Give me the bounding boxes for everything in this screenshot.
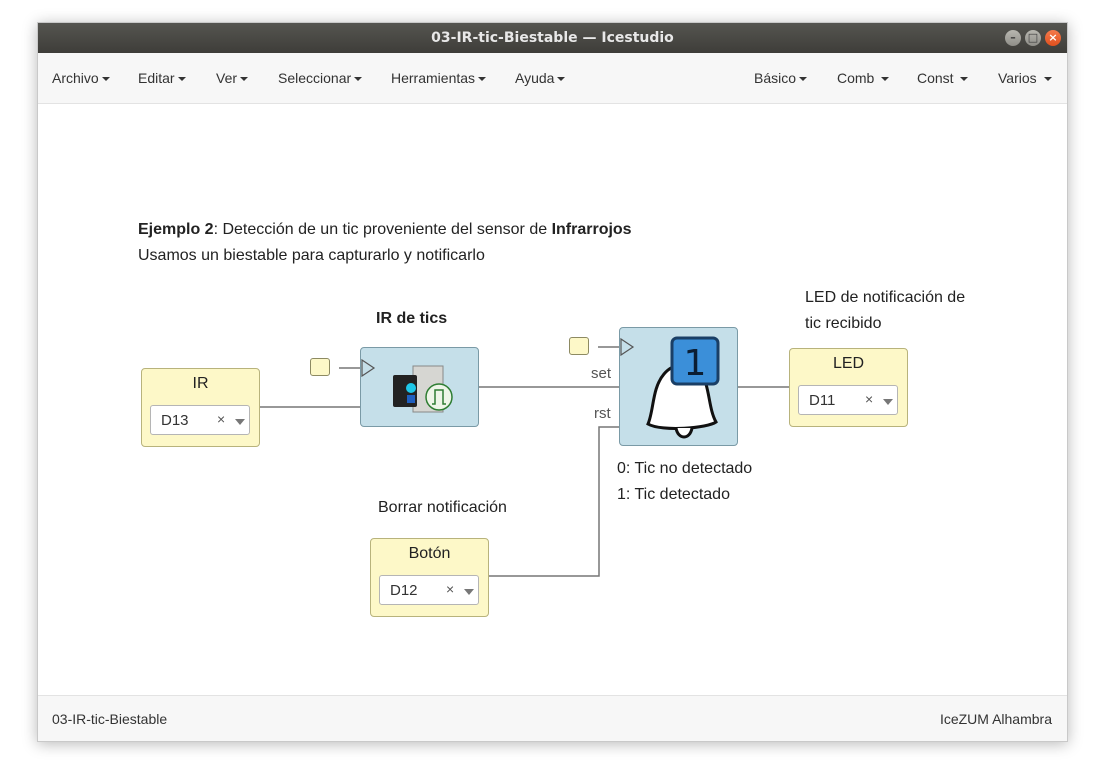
chevron-down-icon (177, 77, 186, 82)
button-input-block[interactable]: Botón D12 × (370, 538, 489, 617)
chevron-down-icon (799, 77, 808, 82)
led-label: LED (832, 355, 865, 372)
bistable-clock-input[interactable] (569, 337, 589, 355)
chevron-down-icon (354, 77, 363, 82)
status-project-name: 03-IR-tic-Biestable (52, 711, 168, 727)
menu-editar[interactable]: Editar (138, 53, 186, 103)
chevron-down-icon[interactable] (464, 589, 474, 595)
bistable-block[interactable]: 1 (619, 327, 738, 446)
menu-comb[interactable]: Comb (837, 53, 890, 103)
clear-icon[interactable]: × (865, 391, 874, 407)
state-note-line-1: 0: Tic no detectado (617, 460, 753, 477)
button-pin-value: D12 (390, 582, 418, 599)
chevron-down-icon[interactable] (883, 399, 893, 405)
menu-basico[interactable]: Básico (754, 53, 808, 103)
ir-label: IR (192, 375, 209, 392)
button-label: Botón (408, 545, 451, 562)
button-pin-select[interactable]: D12 × (379, 575, 479, 605)
minimize-icon[interactable]: – (1005, 30, 1021, 46)
chevron-down-icon[interactable] (235, 419, 245, 425)
wires (260, 346, 789, 577)
menu-const[interactable]: Const (917, 53, 969, 103)
comment-line-1: Ejemplo 2: Detección de un tic provenien… (138, 221, 632, 238)
menu-seleccionar[interactable]: Seleccionar (278, 53, 363, 103)
wire-button-to-rst (489, 426, 619, 577)
led-pin-value: D11 (809, 392, 836, 409)
design-canvas[interactable]: Ejemplo 2: Detección de un tic provenien… (38, 104, 1067, 695)
close-icon[interactable]: × (1045, 30, 1061, 46)
ir-pin-value: D13 (161, 412, 189, 429)
ir-pin-select[interactable]: D13 × (150, 405, 250, 435)
menu-ver[interactable]: Ver (216, 53, 249, 103)
led-output-block[interactable]: LED D11 × (789, 348, 908, 427)
window-title: 03-IR-tic-Biestable — Icestudio (431, 30, 674, 46)
clear-icon[interactable]: × (446, 581, 455, 597)
menu-archivo[interactable]: Archivo (52, 53, 110, 103)
state-note-line-2: 1: Tic detectado (617, 486, 730, 503)
title-bar[interactable]: 03-IR-tic-Biestable — Icestudio – □ × (38, 23, 1067, 53)
maximize-icon[interactable]: □ (1025, 30, 1041, 46)
led-note-line-2: tic recibido (805, 315, 882, 332)
chevron-down-icon (881, 77, 890, 82)
chevron-down-icon (478, 77, 487, 82)
bell-icon: 1 (620, 336, 720, 439)
reset-note: Borrar notificación (378, 499, 507, 516)
ir-input-block[interactable]: IR D13 × (141, 368, 260, 447)
led-pin-select[interactable]: D11 × (798, 385, 898, 415)
bistable-digit: 1 (684, 343, 707, 384)
chevron-down-icon (101, 77, 110, 82)
ir-sensor-block[interactable] (360, 347, 479, 427)
comment-line-2: Usamos un biestable para capturarlo y no… (138, 247, 485, 264)
menu-ayuda[interactable]: Ayuda (515, 53, 566, 103)
clear-icon[interactable]: × (217, 411, 226, 427)
app-window: 03-IR-tic-Biestable — Icestudio – □ × Ar… (37, 22, 1068, 742)
ir-sensor-icon (361, 358, 453, 413)
port-set-label: set (591, 365, 612, 382)
menu-varios[interactable]: Varios (998, 53, 1052, 103)
ir-block-title: IR de tics (376, 310, 448, 327)
port-rst-label: rst (594, 405, 611, 422)
menu-bar: Archivo Editar Ver Seleccionar Herramien… (38, 53, 1067, 104)
chevron-down-icon (1043, 77, 1052, 82)
menu-herramientas[interactable]: Herramientas (391, 53, 487, 103)
chevron-down-icon (240, 77, 249, 82)
sensor-clock-input[interactable] (310, 358, 330, 376)
chevron-down-icon (557, 77, 566, 82)
led-note-line-1: LED de notificación de (805, 289, 966, 306)
chevron-down-icon (960, 77, 969, 82)
status-board-name[interactable]: IceZUM Alhambra (939, 711, 1052, 727)
status-bar: 03-IR-tic-Biestable IceZUM Alhambra (38, 695, 1067, 741)
